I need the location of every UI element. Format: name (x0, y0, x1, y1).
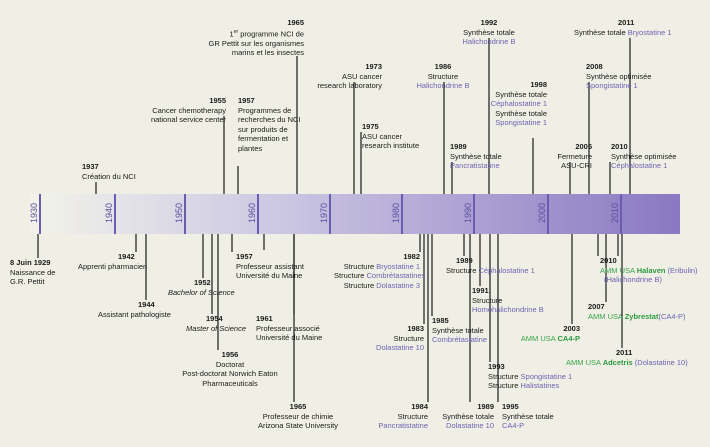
event-1984: 1984 Structure Pancratistatine (378, 402, 428, 431)
event-1995: 1995 Synthèse totale CA4-P (502, 402, 554, 431)
event-1998: 1998 Synthèse totale Céphalostatine 1 Sy… (490, 80, 547, 128)
event-1975: 1975 ASU cancer research institute (362, 122, 420, 151)
decade-label: 1980 (391, 202, 401, 224)
connector-lines (37, 38, 631, 402)
event-1993: 1993 Structure Spongistatine 1 Structure… (488, 362, 573, 391)
event-2007: 2007 AMM USA Zybrestat(CA4-P) (588, 302, 686, 321)
event-2010: 2010 Synthèse optimisée Céphalostatine 1 (611, 142, 677, 171)
event-1954: 1954 Master of Science (186, 314, 247, 333)
decade-label: 1950 (174, 202, 184, 224)
event-1955: 1955 Cancer chemotherapy national servic… (150, 96, 226, 125)
timeline-bar (30, 194, 680, 234)
event-2003: 2003 AMM USA CA4-P (520, 324, 580, 343)
event-1957: 1957 Programmes de recherches du NCI sur… (238, 96, 301, 153)
event-2005: 2005 Fermeture ASU-CRI (557, 142, 592, 171)
decade-label: 1930 (29, 202, 39, 224)
event-1965: 1965 1er programme NCI de GR Pettit sur … (208, 18, 304, 58)
event-1956: 1956 Doctorat Post-doctorat Norwich Eato… (182, 350, 278, 388)
event-1929: 8 Juin 1929 Naissance de G.R. Pettit (10, 258, 56, 287)
event-1937: 1937 Création du NCI (82, 162, 136, 181)
event-1985: 1985 Synthèse totale Combrétastatine (432, 316, 488, 345)
event-1992: 1992 Synthèse totale Halichondrine B (462, 18, 516, 47)
event-2011: 2011 Synthèse totale Bryostatine 1 (574, 18, 672, 37)
event-1961: 1961 Professeur associé Université du Ma… (256, 314, 323, 343)
decade-label: 2010 (610, 202, 620, 224)
event-1989: 1989 Synthèse totale Pancratistatine (450, 142, 502, 171)
decade-label: 1970 (319, 202, 329, 224)
decade-label: 1960 (247, 202, 257, 224)
event-1983: 1983 Structure Dolastatine 10 (376, 324, 424, 353)
decade-lines (39, 194, 622, 234)
event-2010b: 2010 AMM USA Halaven (Eribulin) (Halicho… (600, 256, 698, 285)
event-1989b: 1989 Structure Céphalostatine 1 (446, 256, 535, 275)
decade-label: 1990 (463, 202, 473, 224)
event-1989c: 1989 Synthèse totale Dolastatine 10 (442, 402, 494, 431)
event-1986: 1986 Structure Halichondrine B (416, 62, 470, 91)
event-1982: 1982 Structure Bryostatine 1 Structure C… (334, 252, 426, 290)
event-1957b: 1957 Professeur assistant Université du … (236, 252, 304, 281)
event-2011b: 2011 AMM USA Adcetris (Dolastatine 10) (566, 348, 688, 367)
event-2008: 2008 Synthèse optimisée Spongistatine 1 (586, 62, 652, 91)
event-1944: 1944 Assistant pathologiste (98, 300, 171, 319)
event-1973: 1973 ASU cancer research laboratory (317, 62, 382, 91)
event-1952: 1952 Bachelor of Science (168, 278, 235, 297)
event-1965b: 1965 Professeur de chimie Arizona State … (257, 402, 339, 431)
decade-label: 2000 (537, 202, 547, 224)
event-1942: 1942 Apprenti pharmacien (78, 252, 148, 271)
decade-label: 1940 (104, 202, 114, 224)
event-1991: 1991 Structure Homohalichondrine B (472, 286, 544, 315)
